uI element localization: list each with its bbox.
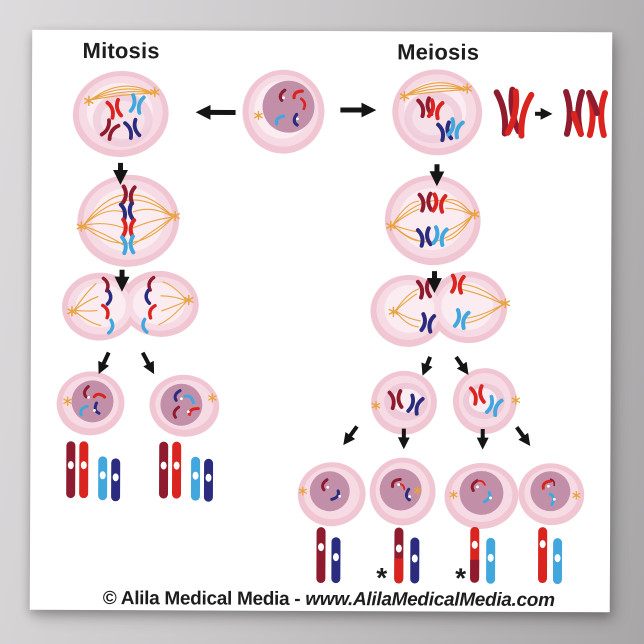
crossing-over-illustration: [496, 90, 605, 137]
mitosis-daughter2-chromosomes: [159, 441, 214, 502]
arrow-to-gamete-1: [343, 425, 359, 446]
recombinant-chromosome-2: [589, 93, 605, 135]
mitosis-daughter1-chromosomes: [66, 441, 121, 502]
meiosis-telophase1-cell-right: [452, 368, 521, 435]
gamete2-chromosomes: *: [376, 527, 420, 593]
copyright-text: © Alila Medical Media -: [102, 588, 306, 610]
copyright-line: © Alila Medical Media - www.AlilaMedical…: [30, 588, 610, 613]
mitosis-daughter-cell-left: [56, 371, 125, 436]
arrow-to-gamete-4: [515, 426, 531, 446]
mitosis-prophase-cell: [72, 71, 169, 157]
meiosis-anaphase1-cell: [370, 271, 511, 347]
arrow-to-telophase1-right: [454, 355, 469, 375]
diagram-canvas: * *: [56, 69, 613, 594]
recombinant-asterisk: *: [455, 563, 466, 594]
gamete3-chromosomes: *: [455, 526, 496, 594]
gamete1-chromosomes: [316, 527, 341, 584]
arrow-to-daughter-right: [140, 351, 155, 375]
mitosis-meiosis-poster: Mitosis Meiosis: [29, 29, 613, 613]
arrow-to-telophase1-left: [421, 356, 433, 376]
gamete-cell-1: [297, 462, 366, 527]
parent-cell: [242, 69, 325, 154]
arrow-to-daughter-left: [98, 351, 111, 375]
gamete-cell-2: [369, 457, 436, 526]
gamete-cell-4: [518, 463, 585, 526]
chromosome-bar-red: [79, 441, 89, 499]
gamete-cell-3: [444, 462, 519, 529]
mitosis-metaphase-cell: [76, 174, 180, 267]
chromosome-bar-dark-red: [159, 441, 169, 499]
recombinant-chromosome-1: [566, 92, 582, 134]
chromosome-bar-red: [538, 527, 548, 584]
meiosis-telophase1-cell-left: [371, 370, 437, 435]
chromosome-bar-dark-red: [66, 441, 76, 499]
recombinant-asterisk: *: [376, 562, 387, 593]
mitosis-anaphase-cell: [62, 270, 199, 341]
meiosis-prophase1-cell: [392, 69, 483, 156]
meiosis-metaphase1-cell: [384, 175, 481, 266]
chromosome-bar-red: [171, 441, 182, 499]
gamete4-chromosomes: [538, 527, 563, 585]
copyright-url: www.AlilaMedicalMedia.com: [305, 588, 555, 612]
mitosis-daughter-cell-right: [149, 374, 220, 437]
chromosome-bar-dark-red: [316, 527, 326, 584]
